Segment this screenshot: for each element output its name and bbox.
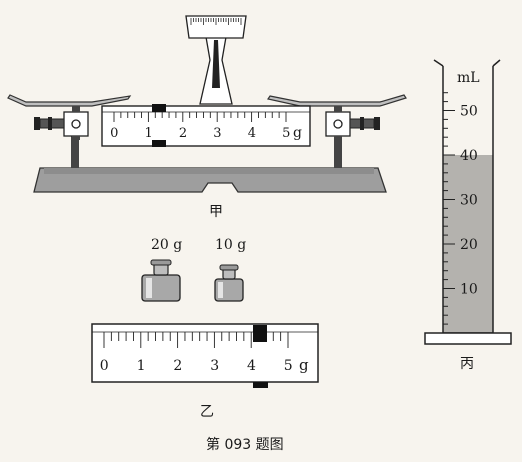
left-pan: [7, 94, 132, 107]
rider-scale-number: 2: [173, 358, 182, 374]
weights-group: 20 g 10 g: [141, 237, 246, 302]
left-balance-nut[interactable]: [34, 106, 89, 140]
cylinder-mark-label: 20: [460, 237, 478, 253]
measuring-cylinder: 50 40 30 20 10 mL 丙: [424, 59, 512, 372]
right-post: [334, 136, 342, 168]
weight-20g[interactable]: [141, 259, 181, 302]
left-post: [71, 136, 79, 168]
beam-number: 1: [145, 126, 153, 141]
rider-scale-number: 5: [284, 358, 293, 374]
beam-number: 0: [110, 126, 118, 141]
balance-caption: 甲: [209, 204, 223, 220]
beam-number: 5: [282, 126, 290, 141]
cylinder-mark-label: 40: [460, 148, 478, 164]
right-balance-nut[interactable]: [325, 106, 380, 140]
beam-number: 3: [213, 126, 221, 141]
weight-10g[interactable]: [214, 264, 244, 302]
cylinder-unit-label: mL: [457, 70, 480, 86]
beam-rider-bottom[interactable]: [152, 140, 166, 147]
rider-scale-diagram: 0 1 2 3 4 5 g 乙: [91, 323, 319, 420]
rider-scale-unit-label: g: [299, 356, 309, 374]
beam-number: 4: [248, 126, 256, 141]
weight-label-20g: 20 g: [151, 237, 182, 253]
beam: [101, 105, 311, 147]
rider-scale-rider-bottom[interactable]: [253, 382, 268, 388]
balance-diagram: 0 1 2 3 4 5 g 甲: [7, 15, 407, 220]
beam-unit-label: g: [293, 125, 302, 141]
cylinder-base: [424, 332, 512, 345]
rider-scale-number: 4: [247, 358, 256, 374]
right-pan: [267, 94, 407, 107]
rider-scale-number: 1: [137, 358, 146, 374]
cylinder-mark-label: 50: [460, 104, 478, 120]
beam-rider-top[interactable]: [152, 104, 166, 112]
cylinder-mark-label: 30: [460, 193, 478, 209]
beam-number: 2: [179, 126, 187, 141]
rider-scale-number: 3: [210, 358, 219, 374]
rider-scale-caption: 乙: [200, 404, 214, 420]
figure-caption: 第 093 题图: [206, 436, 284, 453]
rider-scale-rider-top[interactable]: [253, 325, 267, 342]
rider-scale-number: 0: [100, 358, 109, 374]
cylinder-mark-label: 10: [460, 282, 478, 298]
weight-label-10g: 10 g: [215, 237, 246, 253]
cylinder-caption: 丙: [460, 356, 474, 372]
